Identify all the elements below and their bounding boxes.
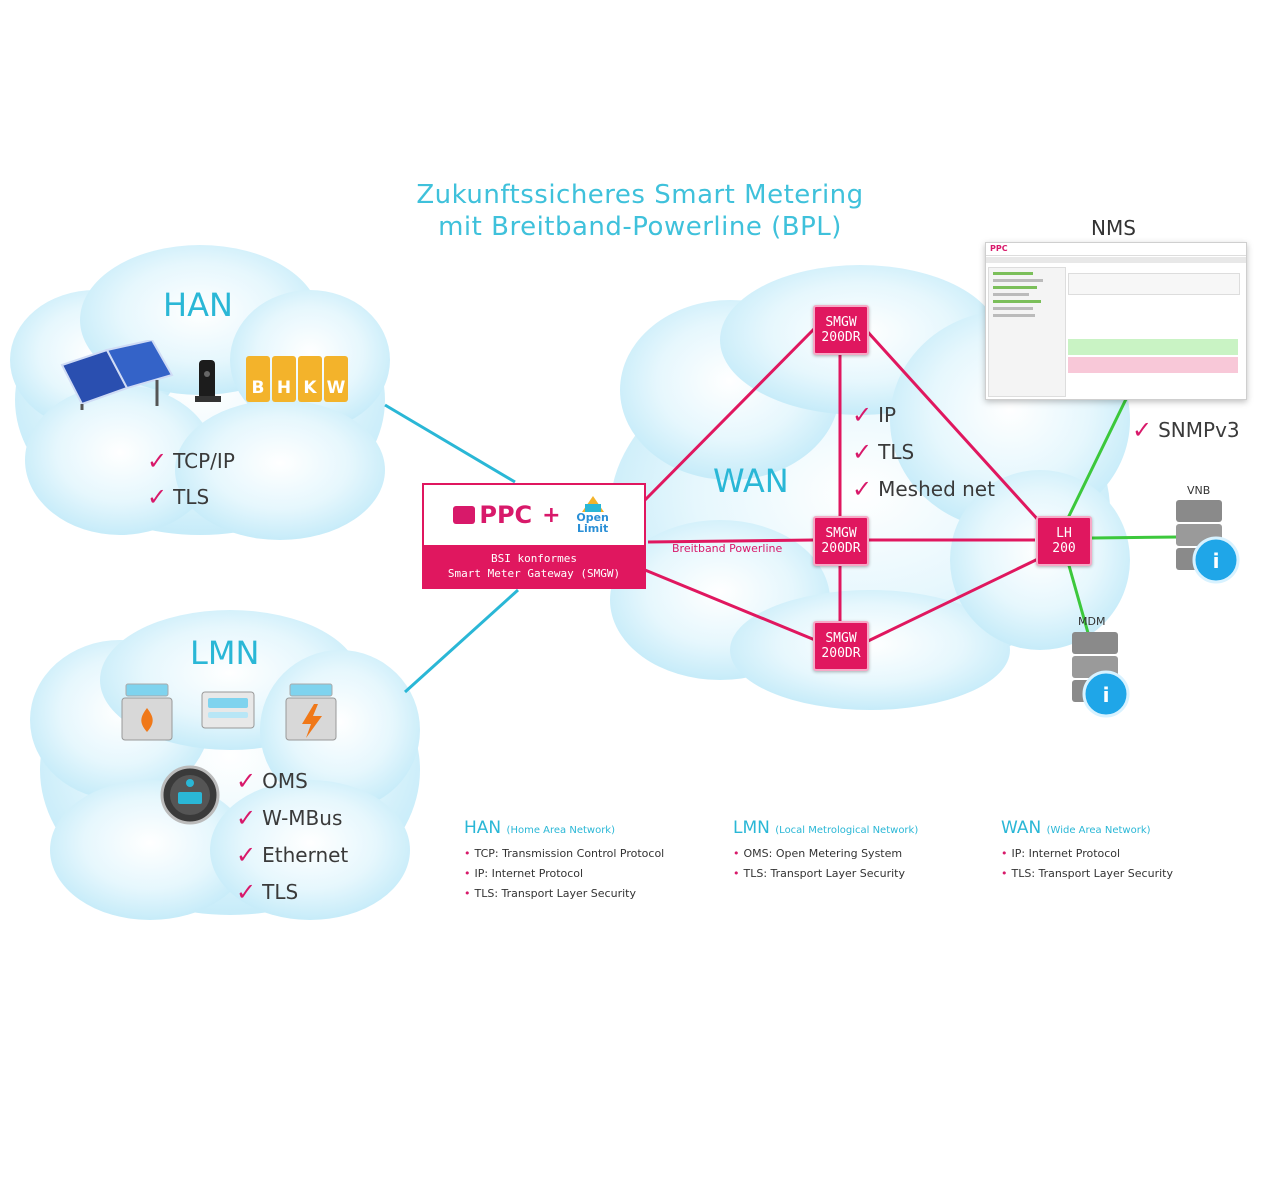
gateway-caption: BSI konformes Smart Meter Gateway (SMGW) (424, 545, 644, 587)
electricity-meter-icon (285, 683, 337, 741)
checkmark-icon: ✓ (236, 803, 257, 832)
svg-text:i: i (1213, 549, 1220, 573)
breitband-powerline-label: Breitband Powerline (672, 542, 783, 555)
checkmark-icon: ✓ (852, 400, 873, 429)
checkmark-icon: ✓ (147, 447, 168, 475)
check-item: ✓IP (852, 400, 897, 429)
han-title: HAN (163, 286, 233, 324)
diagram-title-line2: mit Breitband-Powerline (BPL) (438, 212, 842, 242)
vnb-server-icon: i (1176, 500, 1240, 584)
nms-tree-panel (988, 267, 1066, 397)
ppc-logo-icon (453, 506, 476, 524)
check-item: ✓W-MBus (236, 803, 343, 832)
legend-han: HAN (Home Area Network) •TCP: Transmissi… (464, 818, 724, 904)
svg-text:i: i (1103, 683, 1110, 707)
gateway-logos: PPC + Open Limit (424, 485, 644, 545)
legend-item: •TLS: Transport Layer Security (464, 887, 636, 900)
bhkw-block: B (246, 356, 270, 402)
legend-item: •OMS: Open Metering System (733, 847, 903, 860)
check-item: ✓OMS (236, 766, 308, 795)
mdm-label: MDM (1078, 615, 1106, 628)
lmn-title: LMN (190, 634, 260, 672)
green-links (1066, 394, 1179, 641)
check-item: ✓TCP/IP (147, 447, 235, 475)
lmn-check-list: ✓OMS ✓W-MBus ✓Ethernet ✓TLS (236, 762, 348, 910)
han-gateway-link (384, 403, 516, 484)
check-item: ✓TLS (147, 483, 210, 511)
checkmark-icon: ✓ (236, 877, 257, 906)
bhkw-blocks: B H K W (246, 356, 348, 402)
bhkw-block: K (298, 356, 322, 402)
legend-sub: (Wide Area Network) (1046, 825, 1151, 836)
snmp-check: ✓SNMPv3 (1132, 416, 1240, 444)
legend-sub: (Home Area Network) (506, 825, 616, 836)
openlimit-logo: Open Limit (571, 496, 615, 534)
solar-panels-icon (60, 340, 174, 410)
vnb-label: VNB (1187, 484, 1211, 497)
legend-item: •IP: Internet Protocol (464, 867, 584, 880)
checkmark-icon: ✓ (852, 474, 873, 503)
nms-toolbar (986, 257, 1246, 263)
han-check-list: ✓TCP/IP ✓TLS (147, 443, 235, 515)
diagram-title-line1: Zukunftssicheres Smart Metering (416, 180, 864, 210)
mesh-links (643, 326, 1042, 644)
lmn-gateway-link (403, 588, 520, 694)
legend-item: •TLS: Transport Layer Security (1001, 867, 1173, 880)
checkmark-icon: ✓ (852, 437, 873, 466)
legend-sub: (Local Metrological Network) (775, 825, 919, 836)
nms-header-table (1068, 273, 1240, 295)
wan-check-list: ✓IP ✓TLS ✓Meshed net (852, 396, 995, 507)
bhkw-block: W (324, 356, 348, 402)
nms-label: NMS (1091, 216, 1136, 240)
nms-row-pink (1068, 357, 1238, 373)
water-meter-icon (201, 691, 255, 729)
ppc-logo: PPC (479, 501, 533, 529)
legend-head: WAN (1001, 818, 1042, 838)
wallbox-icon (195, 360, 221, 402)
legend-head: LMN (733, 818, 770, 838)
nms-row-green (1068, 339, 1238, 355)
smart-meter-gateway: PPC + Open Limit BSI konformes Smart Met… (422, 483, 646, 589)
mdm-server-icon: i (1072, 632, 1130, 718)
legend-lmn: LMN (Local Metrological Network) •OMS: O… (733, 818, 993, 884)
check-item: ✓TLS (236, 877, 299, 906)
checkmark-icon: ✓ (147, 483, 168, 511)
legend-head: HAN (464, 818, 502, 838)
nms-logo: PPC (986, 243, 1246, 256)
check-item: ✓Meshed net (852, 474, 995, 503)
wmbus-device-icon (160, 765, 220, 825)
legend-wan: WAN (Wide Area Network) •IP: Internet Pr… (1001, 818, 1261, 884)
bhkw-block: H (272, 356, 296, 402)
wan-title: WAN (713, 462, 789, 500)
plus-sign: + (542, 502, 561, 528)
check-item: ✓TLS (852, 437, 915, 466)
legend-item: •TLS: Transport Layer Security (733, 867, 905, 880)
openlimit-triangle-icon (581, 496, 604, 512)
gas-meter-icon (121, 683, 173, 741)
checkmark-icon: ✓ (236, 766, 257, 795)
checkmark-icon: ✓ (236, 840, 257, 869)
nms-screenshot: PPC (985, 242, 1247, 400)
legend-item: •IP: Internet Protocol (1001, 847, 1121, 860)
checkmark-icon: ✓ (1132, 416, 1153, 444)
legend-item: •TCP: Transmission Control Protocol (464, 847, 665, 860)
check-item: ✓Ethernet (236, 840, 349, 869)
